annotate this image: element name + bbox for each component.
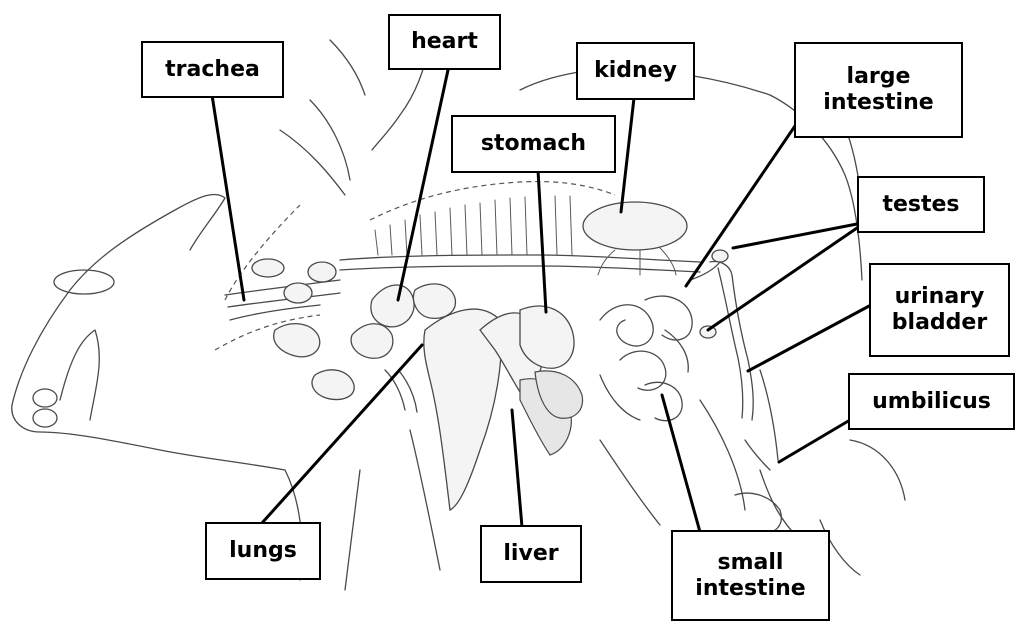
leader-urinary-bladder <box>748 305 871 371</box>
leader-liver <box>512 410 522 527</box>
leader-stomach <box>538 170 546 312</box>
label-urinary-bladder: urinary bladder <box>869 263 1010 357</box>
leader-umbilicus <box>779 420 850 462</box>
leader-testes-upper <box>733 224 857 248</box>
label-small-intestine: small intestine <box>671 530 830 621</box>
label-lungs: lungs <box>205 522 321 580</box>
label-kidney: kidney <box>576 42 695 100</box>
leader-trachea <box>212 95 244 300</box>
leader-small-intestine <box>662 395 700 532</box>
label-liver: liver <box>480 525 582 583</box>
label-testes: testes <box>857 176 985 233</box>
leader-kidney <box>621 98 634 212</box>
leader-heart <box>398 70 448 300</box>
label-large-intestine: large intestine <box>794 42 963 138</box>
organ-sketches <box>225 182 778 510</box>
label-heart: heart <box>388 14 501 70</box>
leader-large-intestine <box>686 123 797 286</box>
label-trachea: trachea <box>141 41 284 98</box>
label-stomach: stomach <box>451 115 616 173</box>
leader-testes-lower <box>708 228 857 330</box>
label-umbilicus: umbilicus <box>848 373 1015 430</box>
